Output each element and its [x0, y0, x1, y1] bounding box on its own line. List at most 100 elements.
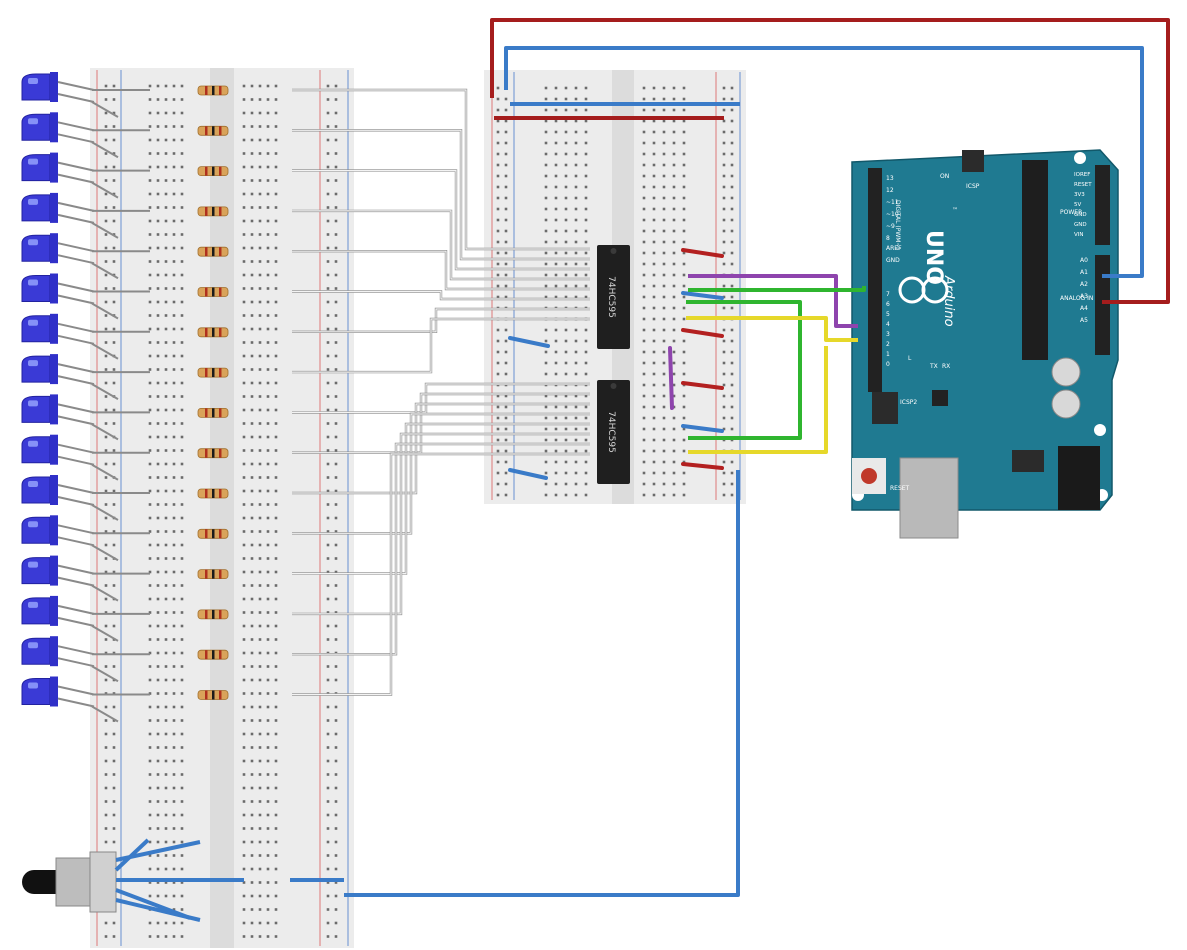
breadboard-hole: [148, 935, 152, 938]
breadboard-hole: [250, 219, 254, 223]
breadboard-hole: [172, 489, 176, 493]
breadboard-hole: [180, 341, 184, 344]
breadboard-hole: [652, 185, 656, 189]
breadboard-hole: [326, 773, 330, 776]
breadboard-hole: [164, 246, 168, 250]
signal-wire-highlight: [292, 453, 590, 696]
breadboard-hole: [104, 179, 108, 182]
resistor-band: [219, 448, 222, 458]
breadboard-hole: [266, 300, 270, 304]
breadboard-hole: [164, 233, 168, 236]
breadboard-hole: [274, 152, 278, 155]
breadboard-hole: [564, 416, 568, 420]
breadboard-hole: [172, 813, 176, 817]
breadboard-hole: [496, 482, 500, 486]
led-leg: [57, 455, 95, 466]
breadboard-hole: [564, 438, 568, 442]
breadboard-hole: [274, 219, 278, 223]
breadboard-hole: [326, 705, 330, 709]
breadboard-hole: [554, 240, 558, 244]
breadboard-hole: [496, 196, 500, 200]
breadboard-hole: [274, 408, 278, 412]
breadboard-hole: [112, 381, 116, 385]
jumper-wire: [681, 381, 724, 390]
breadboard-hole: [730, 339, 734, 343]
breadboard-hole: [672, 229, 676, 233]
breadboard-hole: [156, 543, 160, 547]
breadboard-hole: [148, 557, 152, 560]
breadboard-hole: [112, 84, 116, 88]
breadboard-hole: [672, 383, 676, 387]
led-cathode-wire: [91, 222, 119, 239]
led-rim: [50, 555, 58, 586]
breadboard-hole: [258, 368, 262, 371]
breadboard-hole: [722, 240, 726, 244]
breadboard-hole: [652, 273, 656, 277]
led-cathode-wire: [91, 181, 119, 199]
breadboard-hole: [156, 449, 160, 452]
breadboard-hole: [112, 759, 116, 763]
breadboard-hole: [172, 827, 176, 830]
breadboard-hole: [730, 284, 734, 288]
breadboard-hole: [112, 327, 116, 331]
breadboard-hole: [180, 921, 184, 925]
breadboard-hole: [242, 354, 246, 358]
breadboard-hole: [156, 516, 160, 520]
breadboard-hole: [652, 284, 656, 288]
breadboard-hole: [652, 372, 656, 376]
breadboard-hole: [504, 482, 508, 486]
breadboard-hole: [554, 295, 558, 299]
resistor-band: [205, 489, 208, 498]
breadboard-hole: [112, 503, 116, 506]
breadboard-hole: [584, 284, 588, 288]
breadboard-hole: [584, 97, 588, 101]
breadboard-hole: [564, 251, 568, 255]
breadboard-hole: [266, 503, 270, 506]
breadboard-hole: [266, 557, 270, 560]
led: [21, 678, 51, 705]
breadboard-hole: [730, 119, 734, 123]
breadboard-hole: [326, 665, 330, 668]
breadboard-hole: [164, 624, 168, 628]
breadboard-hole: [682, 427, 686, 431]
breadboard-hole: [266, 597, 270, 601]
breadboard-hole: [242, 233, 246, 236]
breadboard-hole: [266, 759, 270, 763]
breadboard-hole: [104, 584, 108, 587]
breadboard-hole: [104, 219, 108, 223]
breadboard-hole: [672, 295, 676, 299]
breadboard-hole: [164, 260, 168, 263]
led-cathode-wire: [91, 141, 119, 159]
label-analog_in: ANALOG IN: [1060, 295, 1093, 302]
breadboard-hole: [250, 638, 254, 641]
breadboard-hole: [104, 462, 108, 466]
led-rim: [50, 192, 58, 223]
breadboard-hole: [242, 665, 246, 668]
breadboard-hole: [334, 894, 338, 898]
label-trademark: ™: [952, 207, 958, 214]
breadboard-hole: [682, 262, 686, 266]
breadboard-hole: [156, 719, 160, 722]
breadboard-hole: [112, 489, 116, 493]
breadboard-hole: [242, 125, 246, 128]
breadboard-hole: [574, 394, 578, 398]
breadboard-hole: [242, 516, 246, 520]
breadboard-hole: [172, 435, 176, 439]
breadboard-hole: [266, 543, 270, 547]
breadboard-hole: [250, 773, 254, 776]
chip-notch: [610, 383, 617, 389]
breadboard-hole: [496, 416, 500, 420]
breadboard-hole: [250, 476, 254, 479]
signal-wire-highlight: [292, 290, 590, 300]
breadboard-hole: [274, 138, 278, 142]
breadboard-hole: [172, 854, 176, 857]
breadboard-hole: [148, 314, 152, 317]
breadboard-hole: [574, 361, 578, 365]
pin-label-digital: 12: [886, 187, 894, 194]
breadboard-hole: [250, 530, 254, 533]
breadboard-hole: [584, 229, 588, 233]
breadboard-hole: [242, 854, 246, 857]
breadboard-hole: [180, 422, 184, 425]
breadboard-hole: [652, 108, 656, 112]
breadboard-hole: [574, 493, 578, 497]
